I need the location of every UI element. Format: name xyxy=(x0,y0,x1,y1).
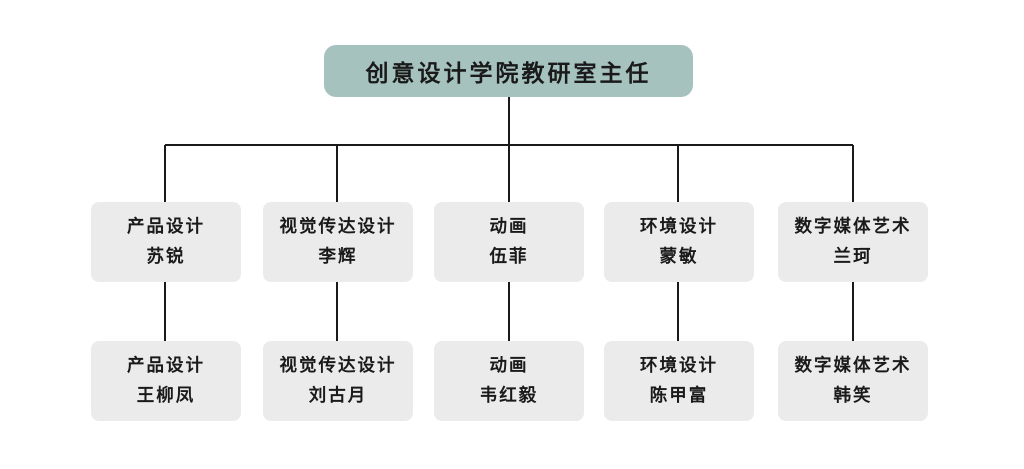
member-name: 韩笑 xyxy=(833,386,873,406)
member-dept-name: 数字媒体艺术 xyxy=(794,356,912,376)
dept-name: 环境设计 xyxy=(640,217,718,237)
member-node-visual-communication: 视觉传达设计 刘古月 xyxy=(263,341,413,421)
dept-head-name: 蒙敏 xyxy=(659,247,699,267)
member-name: 刘古月 xyxy=(308,386,368,406)
dept-head-node-digital-media-art: 数字媒体艺术 兰珂 xyxy=(778,202,928,282)
member-dept-name: 产品设计 xyxy=(127,356,205,376)
dept-name: 动画 xyxy=(489,217,529,237)
dept-head-name: 苏锐 xyxy=(146,247,186,267)
dept-name: 数字媒体艺术 xyxy=(794,217,912,237)
dept-head-node-animation: 动画 伍菲 xyxy=(434,202,584,282)
member-name: 王柳凤 xyxy=(136,386,196,406)
dept-head-node-environment-design: 环境设计 蒙敏 xyxy=(604,202,754,282)
member-node-digital-media-art: 数字媒体艺术 韩笑 xyxy=(778,341,928,421)
member-name: 陈甲富 xyxy=(649,386,709,406)
member-node-product-design: 产品设计 王柳凤 xyxy=(91,341,241,421)
member-node-environment-design: 环境设计 陈甲富 xyxy=(604,341,754,421)
dept-head-name: 李辉 xyxy=(318,247,358,267)
dept-name: 产品设计 xyxy=(127,217,205,237)
dept-head-name: 兰珂 xyxy=(833,247,873,267)
root-title: 创意设计学院教研室主任 xyxy=(365,61,652,87)
member-dept-name: 环境设计 xyxy=(640,356,718,376)
member-dept-name: 动画 xyxy=(489,356,529,376)
dept-head-node-visual-communication: 视觉传达设计 李辉 xyxy=(263,202,413,282)
dept-name: 视觉传达设计 xyxy=(279,217,397,237)
root-node: 创意设计学院教研室主任 xyxy=(324,45,693,97)
dept-head-node-product-design: 产品设计 苏锐 xyxy=(91,202,241,282)
member-node-animation: 动画 韦红毅 xyxy=(434,341,584,421)
dept-head-name: 伍菲 xyxy=(489,247,529,267)
member-name: 韦红毅 xyxy=(479,386,539,406)
member-dept-name: 视觉传达设计 xyxy=(279,356,397,376)
